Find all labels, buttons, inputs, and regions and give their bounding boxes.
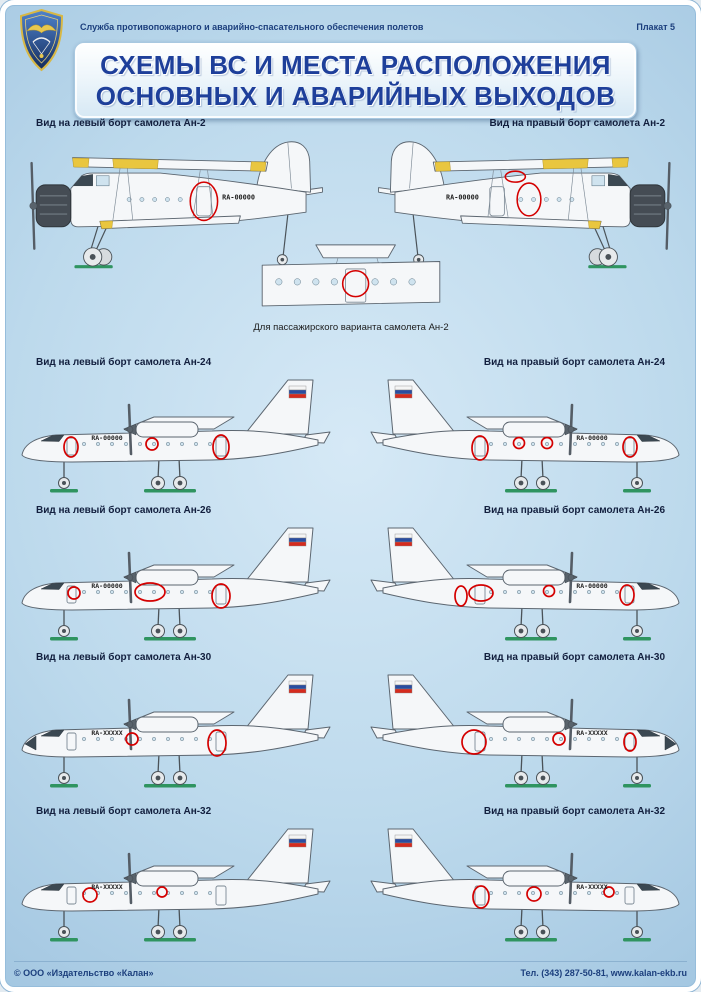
registration-text: RA-00000 xyxy=(91,434,122,442)
exit-markers xyxy=(461,729,637,755)
publisher-credit: © ООО «Издательство «Калан» xyxy=(14,968,154,978)
registration-text: RA-XXXXX xyxy=(91,883,122,891)
section-an30: Вид на левый борт самолета Ан-30 Вид на … xyxy=(0,652,701,796)
registration-text: RA-00000 xyxy=(446,193,479,201)
glazed-nose xyxy=(24,735,37,751)
header-band: Служба противопожарного и аварийно-спаса… xyxy=(80,22,675,32)
an24-left-view-label: Вид на левый борт самолета Ан-24 xyxy=(36,357,212,368)
service-emblem xyxy=(18,8,65,72)
an24-left-side-drawing: RA-00000 xyxy=(20,378,332,494)
exit-markers xyxy=(504,170,542,217)
an2-passenger-variant-inset xyxy=(258,243,444,322)
parachute-icon xyxy=(32,37,51,43)
exit-markers xyxy=(472,885,615,909)
exit-markers xyxy=(341,269,370,298)
an2-right-view-label: Вид на правый борт самолета Ан-2 xyxy=(489,118,665,129)
exit-markers xyxy=(63,434,230,460)
an32-left-view-label: Вид на левый борт самолета Ан-32 xyxy=(36,806,212,817)
an2-left-view-label: Вид на левый борт самолета Ан-2 xyxy=(36,118,206,129)
exit-markers xyxy=(67,582,231,609)
exit-markers xyxy=(454,584,635,607)
exit-markers xyxy=(125,729,227,757)
glazed-nose xyxy=(664,735,677,751)
an24-right-side-drawing: RA-00000 xyxy=(369,378,681,494)
wings-icon xyxy=(26,24,57,34)
an32-right-view-label: Вид на правый борт самолета Ан-32 xyxy=(483,806,665,817)
publisher-contacts: Тел. (343) 287-50-81, www.kalan-ekb.ru xyxy=(520,968,687,978)
registration-text: RA-00000 xyxy=(576,582,607,590)
section-an2: Вид на левый борт самолета Ан-2 Вид на п… xyxy=(0,118,701,287)
title-line-2: ОСНОВНЫХ И АВАРИЙНЫХ ВЫХОДОВ xyxy=(95,81,616,111)
registration-text: RA-XXXXX xyxy=(576,729,607,737)
an30-left-side-drawing: RA-XXXXX xyxy=(20,673,332,789)
an2-right-side-drawing: RA-00000 xyxy=(377,140,673,270)
an32-right-side-drawing: RA-XXXXX xyxy=(369,827,681,943)
header-service-name: Служба противопожарного и аварийно-спаса… xyxy=(80,22,424,32)
an2-inset-caption: Для пассажирского варианта самолета Ан-2 xyxy=(253,322,449,333)
poster-title: СХЕМЫ ВС И МЕСТА РАСПОЛОЖЕНИЯ ОСНОВНЫХ И… xyxy=(74,42,637,119)
exit-markers xyxy=(82,886,168,903)
registration-text: RA-XXXXX xyxy=(576,883,607,891)
an30-left-view-label: Вид на левый борт самолета Ан-30 xyxy=(36,652,212,663)
section-an26: Вид на левый борт самолета Ан-26 Вид на … xyxy=(0,505,701,649)
registration-text: RA-00000 xyxy=(576,434,607,442)
exit-markers xyxy=(471,435,638,461)
an26-left-side-drawing: RA-00000 xyxy=(20,526,332,642)
registration-text: RA-XXXXX xyxy=(91,729,122,737)
title-line-1: СХЕМЫ ВС И МЕСТА РАСПОЛОЖЕНИЯ xyxy=(100,50,611,80)
an30-right-side-drawing: RA-XXXXX xyxy=(369,673,681,789)
an32-left-side-drawing: RA-XXXXX xyxy=(20,827,332,943)
registration-text: RA-00000 xyxy=(222,193,255,201)
an26-right-view-label: Вид на правый борт самолета Ан-26 xyxy=(483,505,665,516)
an26-left-view-label: Вид на левый борт самолета Ан-26 xyxy=(36,505,212,516)
exit-markers xyxy=(189,181,219,222)
an30-right-view-label: Вид на правый борт самолета Ан-30 xyxy=(483,652,665,663)
footer-band: © ООО «Издательство «Калан» Тел. (343) 2… xyxy=(14,961,687,978)
an26-right-side-drawing: RA-00000 xyxy=(369,526,681,642)
poster-number: Плакат 5 xyxy=(636,22,675,32)
section-an32: Вид на левый борт самолета Ан-32 Вид на … xyxy=(0,806,701,950)
an24-right-view-label: Вид на правый борт самолета Ан-24 xyxy=(483,357,665,368)
an2-left-side-drawing: RA-00000 xyxy=(28,140,324,270)
registration-text: RA-00000 xyxy=(91,582,122,590)
section-an24: Вид на левый борт самолета Ан-24 Вид на … xyxy=(0,357,701,501)
